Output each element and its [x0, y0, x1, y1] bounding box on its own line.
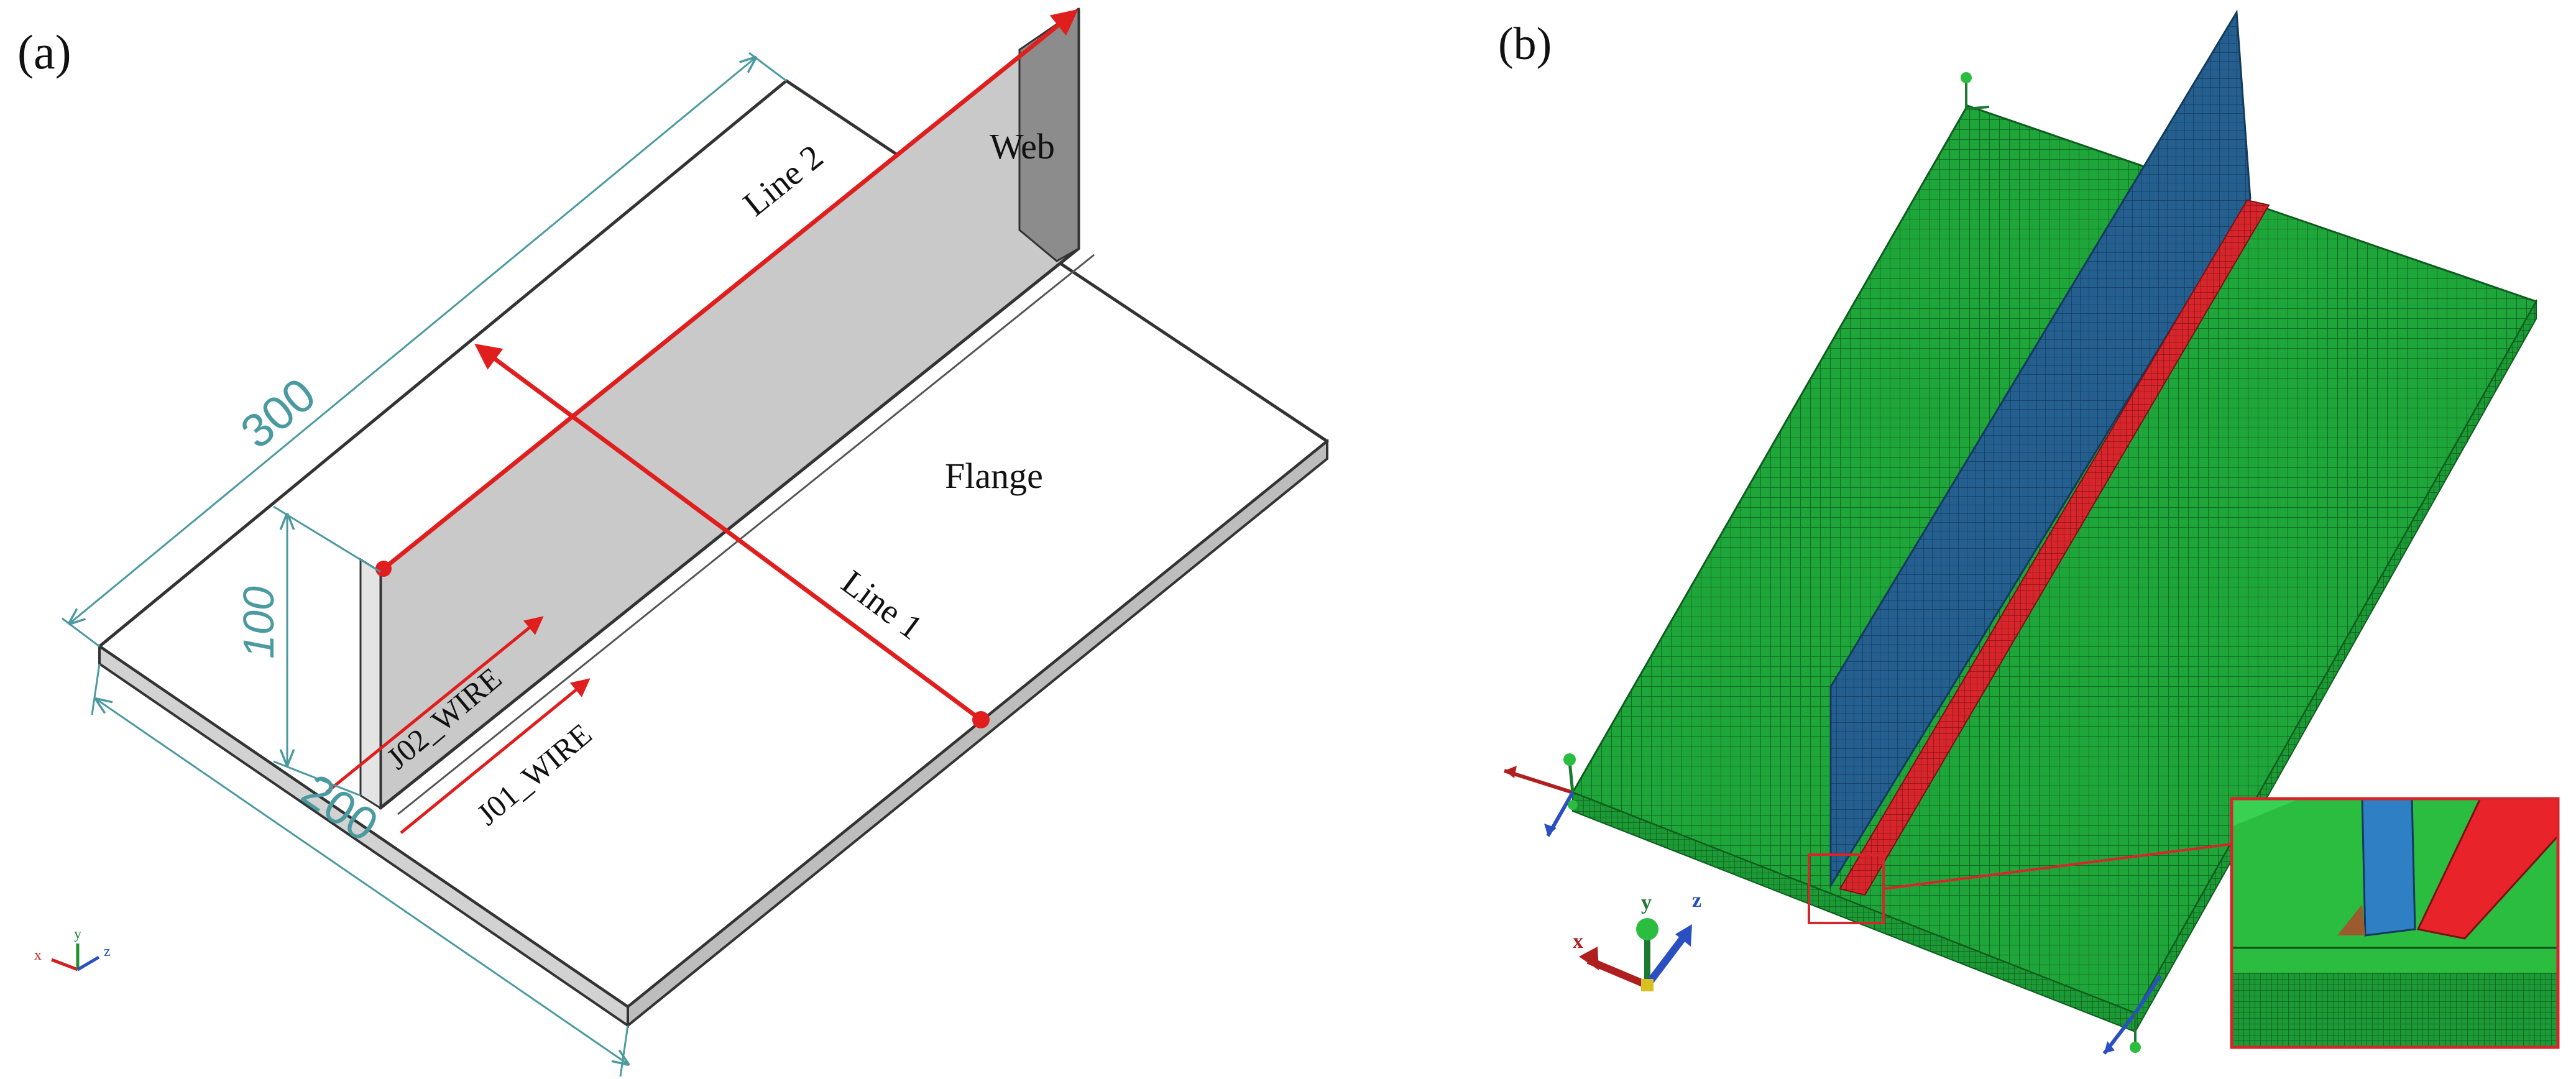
panel-b: (b) — [1498, 9, 2560, 1055]
mesh-web — [1829, 9, 2252, 889]
boundary-marker-left — [1504, 753, 1578, 837]
boundary-marker-top — [1961, 72, 1990, 110]
flange-top-face — [98, 79, 1329, 1009]
web-label: Web — [990, 126, 1055, 167]
dimension-300-text: 300 — [231, 368, 326, 459]
axis-x-label-a: x — [34, 947, 42, 963]
panel-a-label: (a) — [17, 25, 71, 79]
axis-y-label-a: y — [74, 926, 81, 942]
line-1-end-point — [972, 711, 990, 728]
web-thickness-edge — [359, 558, 382, 810]
flange-plate — [98, 79, 1329, 1029]
zoom-leader-line — [1883, 843, 2232, 890]
dimension-100: 100 — [234, 505, 381, 797]
panel-b-label: (b) — [1498, 19, 1552, 70]
zoom-inset-web — [2361, 797, 2416, 937]
zoom-box-large — [2230, 797, 2560, 1049]
dimension-100-text: 100 — [234, 586, 283, 659]
axis-z-label-a: z — [104, 944, 111, 960]
panel-a: (a) Line 2 Line 1 Web Flange J02_WIRE — [17, 7, 1329, 1077]
zoom-inset-root — [2337, 904, 2365, 935]
mesh-weld-bead — [1839, 199, 2270, 896]
dimension-200-line — [96, 699, 628, 1064]
axis-triad-a: x y z — [34, 926, 111, 971]
flange-label: Flange — [945, 456, 1043, 496]
zoom-inset — [2230, 797, 2560, 1049]
axis-x-label-b: x — [1573, 930, 1583, 953]
axis-triad-b: x y z — [1573, 889, 1701, 991]
dimension-300-line — [70, 58, 755, 623]
line-2-start-point — [375, 561, 392, 577]
axis-y-label-b: y — [1641, 891, 1652, 914]
axis-z-label-b: z — [1692, 889, 1701, 912]
boundary-marker-bottom — [2102, 975, 2162, 1055]
